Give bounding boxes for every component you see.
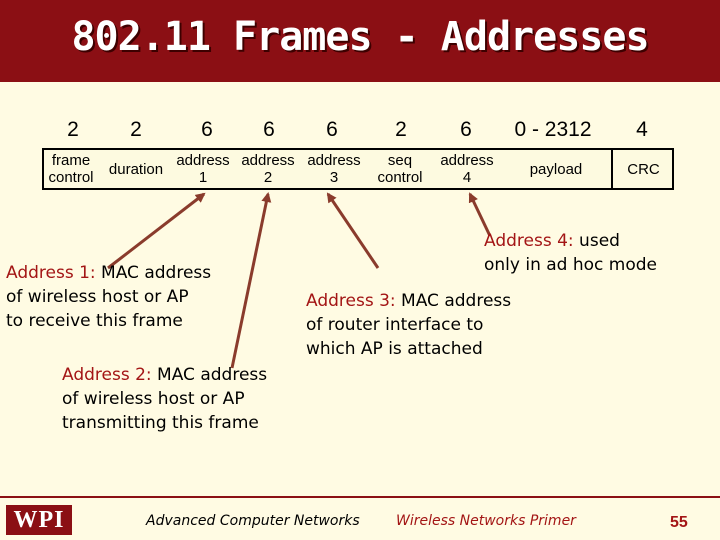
arrow-address-2	[230, 192, 272, 369]
arrow-address-4	[468, 192, 492, 237]
footer-topic: Wireless Networks Primer	[396, 513, 576, 529]
field-size-seq-control: 2	[395, 118, 407, 141]
field-size-address-1: 6	[201, 118, 213, 141]
field-address-2: address 2	[241, 152, 295, 186]
note-address-3-label: Address 3:	[306, 291, 396, 311]
page-number: 55	[670, 514, 688, 531]
field-address-4: address 4	[440, 152, 494, 186]
note-address-4-label: Address 4:	[484, 231, 574, 251]
field-address-1: address 1	[176, 152, 230, 186]
field-size-address-2: 6	[263, 118, 275, 141]
field-size-frame-control: 2	[67, 118, 79, 141]
note-address-3-text: MAC address of router interface to which…	[306, 291, 512, 359]
note-address-1: Address 1: MAC address of wireless host …	[6, 261, 211, 333]
note-address-3: Address 3: MAC address of router interfa…	[306, 289, 511, 361]
field-size-address-3: 6	[326, 118, 338, 141]
footer-rule	[0, 496, 720, 498]
field-payload: payload	[529, 160, 583, 178]
footer-course: Advanced Computer Networks	[146, 513, 360, 529]
note-address-2-label: Address 2:	[62, 365, 152, 385]
note-address-4-text: used only in ad hoc mode	[484, 231, 658, 275]
arrow-address-3	[326, 192, 380, 269]
field-size-crc: 4	[636, 118, 648, 141]
field-size-address-4: 6	[460, 118, 472, 141]
field-seq-control: seq control	[377, 152, 423, 186]
field-duration: duration	[108, 160, 164, 178]
field-size-duration: 2	[130, 118, 142, 141]
arrow-address-1	[107, 192, 206, 270]
frame-format-row	[42, 148, 674, 190]
title-bar	[0, 0, 720, 82]
field-size-payload: 0 - 2312	[514, 118, 592, 141]
slide-title: 802.11 Frames - Addresses	[71, 14, 649, 60]
field-divider	[611, 150, 613, 188]
note-address-1-label: Address 1:	[6, 263, 96, 283]
note-address-2: Address 2: MAC address of wireless host …	[62, 363, 267, 435]
wpi-logo: WPI	[6, 505, 72, 535]
note-address-4: Address 4: used only in ad hoc mode	[484, 229, 657, 277]
note-address-1-text: MAC address of wireless host or AP to re…	[6, 263, 212, 331]
field-frame-control: frame control	[48, 152, 94, 186]
note-address-2-text: MAC address of wireless host or AP trans…	[62, 365, 268, 433]
field-address-3: address 3	[307, 152, 361, 186]
field-crc: CRC	[627, 160, 660, 178]
